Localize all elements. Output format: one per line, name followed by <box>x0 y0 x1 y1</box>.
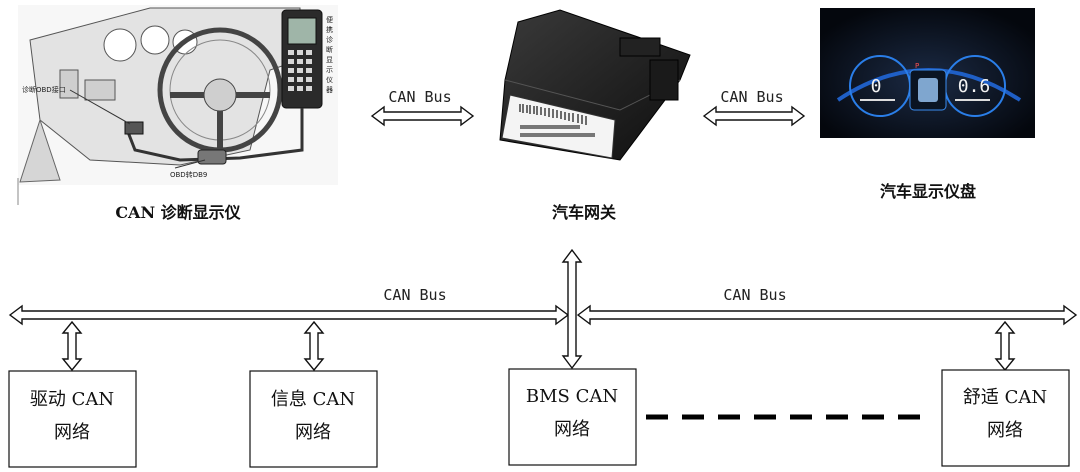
main-bus-right <box>576 304 1078 326</box>
top-right-bus-label: CAN Bus <box>720 88 783 106</box>
svg-text:器: 器 <box>326 86 333 94</box>
network-box-bms: BMS CAN 网络 <box>508 368 637 466</box>
network-bms-line1: BMS CAN <box>526 386 618 407</box>
network-box-drive: 驱动 CAN 网络 <box>8 370 137 468</box>
device-callout: 便 携 诊 断 显 示 仪 器 <box>326 15 333 94</box>
svg-text:诊: 诊 <box>326 35 333 44</box>
network-box-comfort: 舒适 CAN 网络 <box>941 369 1070 467</box>
info-can-arrow <box>303 320 325 372</box>
dashboard-right-digit: 0.6 <box>958 76 991 97</box>
network-info-line1: 信息 CAN <box>271 389 355 410</box>
svg-text:仪: 仪 <box>326 76 333 84</box>
top-left-bus-label: CAN Bus <box>388 88 451 106</box>
gateway-to-bus-arrow <box>561 248 583 370</box>
diagnostic-tool-caption: CAN 诊断显示仪 <box>115 203 241 222</box>
dashboard-illustration: 0 0.6 P <box>820 8 1035 138</box>
comfort-can-arrow <box>994 320 1016 372</box>
svg-text:显: 显 <box>326 56 333 64</box>
obd-port-callout: 诊断OBD接口 <box>22 85 66 94</box>
main-bus-right-label: CAN Bus <box>723 286 786 304</box>
top-right-double-arrow <box>702 105 806 127</box>
network-box-info: 信息 CAN 网络 <box>249 370 378 468</box>
network-info-line2: 网络 <box>295 422 331 443</box>
svg-text:便: 便 <box>326 15 333 24</box>
drive-can-arrow <box>61 320 83 372</box>
network-drive-line2: 网络 <box>54 422 90 443</box>
gateway-caption: 汽车网关 <box>552 203 616 222</box>
dashboard-left-digit: 0 <box>871 76 882 97</box>
network-comfort-line2: 网络 <box>987 420 1023 441</box>
main-bus-left-label: CAN Bus <box>383 286 446 304</box>
svg-text:示: 示 <box>326 66 333 74</box>
network-drive-line1: 驱动 CAN <box>30 389 114 410</box>
main-bus-left <box>8 304 570 326</box>
diagnostic-tool-illustration: 诊断OBD接口 OBD转DB9 便 携 诊 断 显 示 仪 器 <box>17 5 338 205</box>
dashboard-caption: 汽车显示仪盘 <box>880 182 976 201</box>
gateway-illustration <box>490 5 691 185</box>
svg-text:断: 断 <box>326 45 333 54</box>
obd-cable-callout: OBD转DB9 <box>170 170 207 179</box>
dashboard-gear: P <box>915 62 919 70</box>
network-bms-line2: 网络 <box>554 419 590 440</box>
svg-text:携: 携 <box>326 25 333 34</box>
network-comfort-line1: 舒适 CAN <box>963 387 1047 408</box>
top-left-double-arrow <box>370 105 475 127</box>
